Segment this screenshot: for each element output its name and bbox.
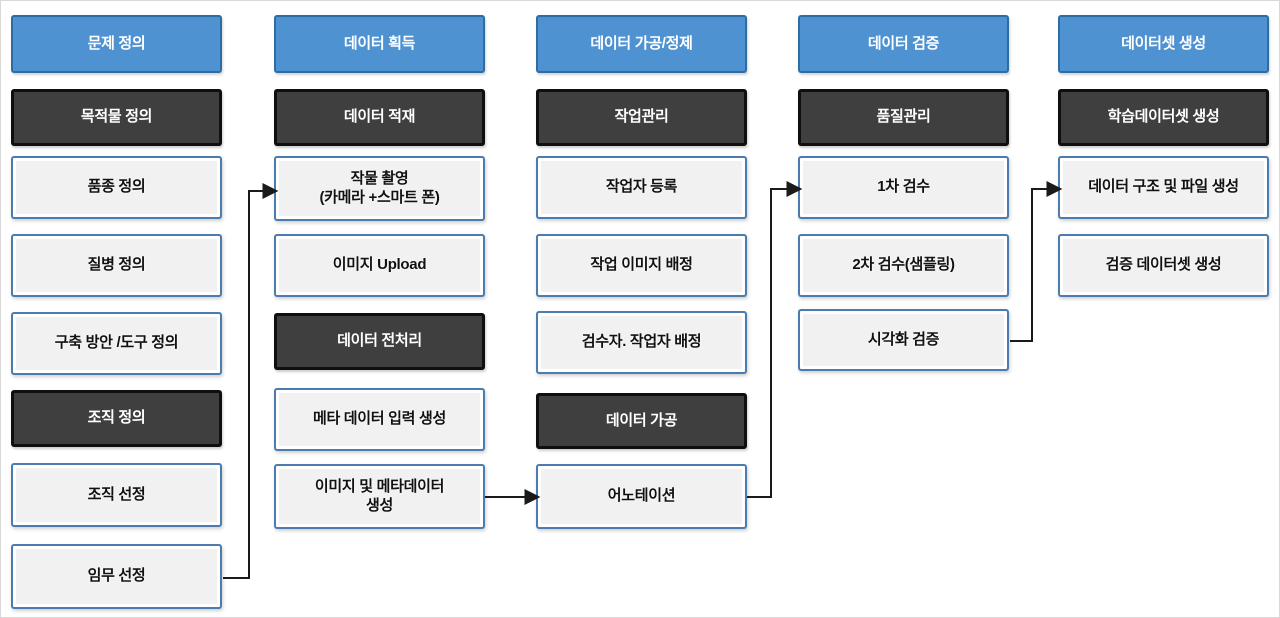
box-objective-definition: 목적물 정의 bbox=[11, 89, 222, 146]
box-first-inspection: 1차 검수 bbox=[798, 156, 1009, 219]
box-organization-definition: 조직 정의 bbox=[11, 390, 222, 447]
box-disease-definition: 질병 정의 bbox=[11, 234, 222, 297]
column-problem-definition: 문제 정의 목적물 정의 품종 정의 질병 정의 구축 방안 /도구 정의 조직… bbox=[11, 1, 222, 617]
column-data-acquisition: 데이터 획득 데이터 적재 작물 촬영 (카메라 +스마트 폰) 이미지 Upl… bbox=[274, 1, 485, 617]
box-variety-definition: 품종 정의 bbox=[11, 156, 222, 219]
box-visualization-verification: 시각화 검증 bbox=[798, 309, 1009, 371]
box-annotation: 어노테이션 bbox=[536, 464, 747, 529]
connector-task-selection-to-crop-photography bbox=[223, 183, 279, 579]
column-header-data-validation: 데이터 검증 bbox=[798, 15, 1009, 73]
column-header-problem-definition: 문제 정의 bbox=[11, 15, 222, 73]
box-training-dataset-creation: 학습데이터셋 생성 bbox=[1058, 89, 1269, 146]
connector-visualization-to-data-structure bbox=[1010, 181, 1063, 342]
box-data-loading: 데이터 적재 bbox=[274, 89, 485, 146]
box-data-processing: 데이터 가공 bbox=[536, 393, 747, 449]
box-organization-selection: 조직 선정 bbox=[11, 463, 222, 527]
box-build-plan-tool-definition: 구축 방안 /도구 정의 bbox=[11, 312, 222, 375]
column-header-data-processing-refinement: 데이터 가공/정제 bbox=[536, 15, 747, 73]
box-meta-data-input-creation: 메타 데이터 입력 생성 bbox=[274, 388, 485, 451]
column-data-validation: 데이터 검증 품질관리 1차 검수 2차 검수(샘플링) 시각화 검증 bbox=[798, 1, 1009, 617]
box-image-and-metadata-creation: 이미지 및 메타데이터 생성 bbox=[274, 464, 485, 529]
box-image-upload: 이미지 Upload bbox=[274, 234, 485, 297]
box-task-management: 작업관리 bbox=[536, 89, 747, 146]
box-second-inspection-sampling: 2차 검수(샘플링) bbox=[798, 234, 1009, 297]
column-header-data-acquisition: 데이터 획득 bbox=[274, 15, 485, 73]
box-inspector-worker-assignment: 검수자. 작업자 배정 bbox=[536, 311, 747, 374]
column-dataset-creation: 데이터셋 생성 학습데이터셋 생성 데이터 구조 및 파일 생성 검증 데이터셋… bbox=[1058, 1, 1269, 617]
box-worker-registration: 작업자 등록 bbox=[536, 156, 747, 219]
connector-annotation-to-first-inspection bbox=[747, 181, 803, 498]
box-work-image-assignment: 작업 이미지 배정 bbox=[536, 234, 747, 297]
column-header-dataset-creation: 데이터셋 생성 bbox=[1058, 15, 1269, 73]
box-data-structure-file-creation: 데이터 구조 및 파일 생성 bbox=[1058, 156, 1269, 219]
box-data-preprocessing: 데이터 전처리 bbox=[274, 313, 485, 370]
box-validation-dataset-creation: 검증 데이터셋 생성 bbox=[1058, 234, 1269, 297]
column-data-processing-refinement: 데이터 가공/정제 작업관리 작업자 등록 작업 이미지 배정 검수자. 작업자… bbox=[536, 1, 747, 617]
box-quality-management: 품질관리 bbox=[798, 89, 1009, 146]
box-crop-photography: 작물 촬영 (카메라 +스마트 폰) bbox=[274, 156, 485, 221]
box-task-selection: 임무 선정 bbox=[11, 544, 222, 609]
